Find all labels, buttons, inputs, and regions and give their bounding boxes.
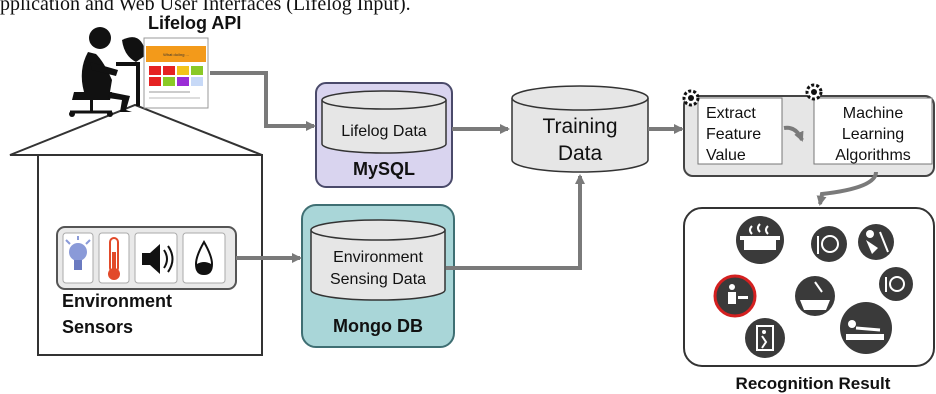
arrow-ml-to-result	[816, 171, 878, 206]
lifelog-data-label: Lifelog Data	[341, 123, 426, 140]
light-bulb-icon	[65, 236, 91, 270]
sleeping-icon	[840, 302, 892, 354]
exit-door-icon	[745, 318, 785, 358]
lifelog-api-label: Lifelog API	[148, 13, 241, 33]
mysql-box	[315, 82, 453, 188]
cooking-pot-icon	[736, 216, 784, 264]
eating-icon	[879, 267, 913, 301]
gear-icon	[682, 89, 700, 107]
mysql-label: MySQL	[353, 159, 415, 179]
arrows	[210, 71, 878, 270]
ml-pipeline-panel	[683, 95, 935, 177]
person-at-computer-icon	[69, 27, 146, 117]
recognition-result-label: Recognition Result	[736, 374, 891, 393]
water-drop-icon	[194, 239, 214, 276]
working-person-icon	[713, 274, 757, 318]
ml-algorithms-label-1: Machine	[843, 105, 904, 122]
thermometer-icon	[108, 237, 120, 280]
extract-feature-label-3: Value	[706, 147, 746, 164]
tablet-screen-icon	[143, 37, 209, 109]
mongodb-box	[301, 204, 455, 348]
shower-icon	[795, 276, 835, 316]
environment-sensors-label-2: Sensors	[62, 317, 133, 337]
extract-feature-label-2: Feature	[706, 126, 761, 143]
mongodb-label: Mongo DB	[333, 316, 423, 336]
extract-feature-label-1: Extract	[706, 105, 756, 122]
training-data-cylinder	[511, 85, 649, 173]
ml-algorithms-label-3: Algorithms	[835, 147, 911, 164]
gear-icon	[805, 83, 823, 101]
environment-sensing-data-label-2: Sensing Data	[330, 271, 426, 288]
top-caption: pplication and Web User Interfaces (Life…	[0, 0, 411, 15]
arrow-api-to-mysql	[210, 71, 316, 131]
arrow-mongodb-to-training	[446, 174, 585, 270]
ml-algorithms-label-2: Learning	[842, 126, 904, 143]
tablet-screen-title: What do/ing ...	[163, 52, 189, 57]
training-data-label-2: Data	[558, 142, 603, 165]
speaker-icon	[142, 244, 174, 274]
arrow-extract-to-ml	[783, 125, 804, 142]
cleaning-icon	[858, 224, 894, 260]
training-data-label-1: Training	[542, 115, 617, 138]
environment-sensing-data-label-1: Environment	[333, 249, 423, 266]
dining-icon	[811, 226, 847, 262]
environment-sensors-label-1: Environment	[62, 291, 172, 311]
